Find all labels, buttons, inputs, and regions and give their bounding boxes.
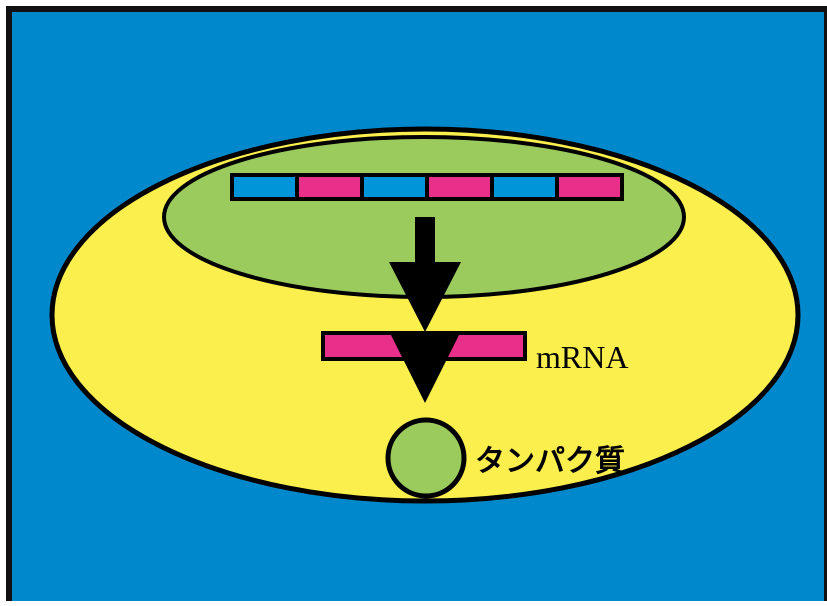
dna-segment-2	[295, 173, 364, 201]
protein-label: タンパク質	[475, 445, 625, 478]
dna-strand	[230, 173, 624, 201]
protein-molecule	[385, 417, 467, 499]
mrna-label: mRNA	[536, 339, 628, 375]
dna-segment-4	[425, 173, 494, 201]
dna-segment-3	[360, 173, 429, 201]
transcription-arrow	[389, 217, 461, 332]
dna-segment-6	[555, 173, 624, 201]
dna-segment-1	[230, 173, 299, 201]
dna-segment-5	[490, 173, 559, 201]
translation-arrow	[389, 331, 461, 403]
